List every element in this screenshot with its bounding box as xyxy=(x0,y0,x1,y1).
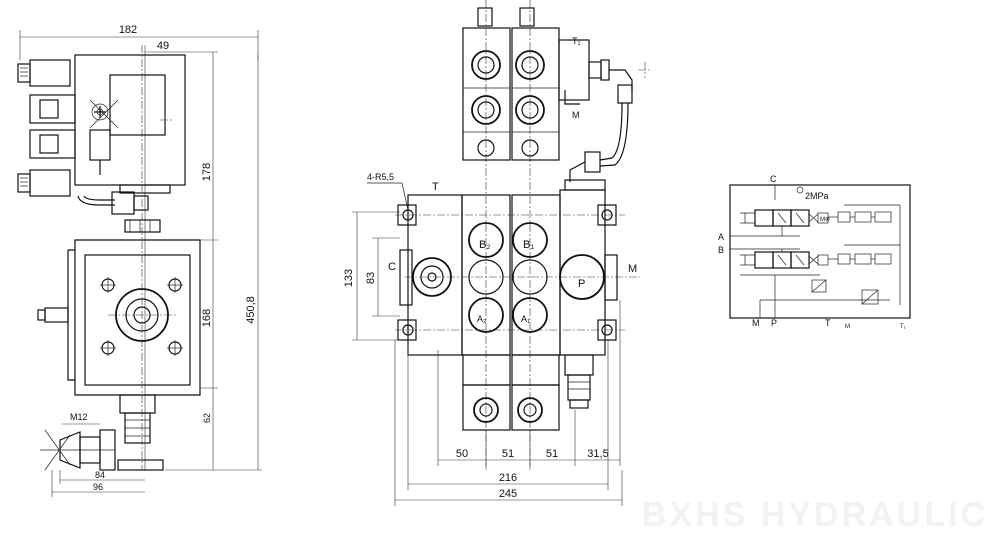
dim-216: 216 xyxy=(499,472,517,484)
dim-62: 62 xyxy=(202,413,212,423)
side-view: 182 49 xyxy=(17,24,262,497)
svg-text:M⊗: M⊗ xyxy=(820,217,830,223)
dim-182: 182 xyxy=(119,24,137,36)
dim-450-8: 450,8 xyxy=(245,296,257,324)
dim-31-5: 31,5 xyxy=(587,448,608,460)
label-p: P xyxy=(578,278,585,290)
dim-178: 178 xyxy=(201,163,213,181)
label-t1-top: T₁ xyxy=(572,36,581,46)
schem-label-a: A xyxy=(718,232,724,242)
dim-168: 168 xyxy=(201,309,213,327)
label-b1: B₁ xyxy=(523,239,534,251)
dim-245: 245 xyxy=(499,488,517,500)
schem-label-t: T xyxy=(825,318,831,328)
label-t: T xyxy=(432,181,439,193)
label-hole: 4-R5,5 xyxy=(367,172,394,182)
label-c: C xyxy=(388,261,396,273)
dim-49: 49 xyxy=(157,40,169,52)
dim-96: 96 xyxy=(93,482,103,492)
dim-133: 133 xyxy=(343,269,355,287)
schem-label-b: B xyxy=(718,245,724,255)
label-a1: A₁ xyxy=(521,314,530,324)
schem-label-m: M xyxy=(752,318,760,328)
schem-label-p: P xyxy=(771,318,777,328)
schem-label-t1: T₁ xyxy=(900,324,906,330)
hydraulic-schematic: C 2MPa M⊗ A B xyxy=(718,174,911,330)
dim-83: 83 xyxy=(365,272,377,284)
label-b2: B₂ xyxy=(479,239,491,251)
dim-50: 50 xyxy=(456,448,468,460)
dim-51-a: 51 xyxy=(502,448,514,460)
label-m: M xyxy=(628,263,637,275)
dim-51-b: 51 xyxy=(546,448,558,460)
dim-m12: M12 xyxy=(70,412,88,422)
front-view: T₁ M 4-R5,5 T C xyxy=(343,0,652,506)
dim-84: 84 xyxy=(95,470,105,480)
schem-label-c: C xyxy=(770,174,777,184)
label-m-small: M xyxy=(572,110,580,120)
schem-label-m2: M xyxy=(845,324,850,330)
label-a2: A₂ xyxy=(477,314,487,324)
watermark: BXHS HYDRAULIC xyxy=(641,496,988,534)
schem-label-pressure: 2MPa xyxy=(805,191,829,201)
